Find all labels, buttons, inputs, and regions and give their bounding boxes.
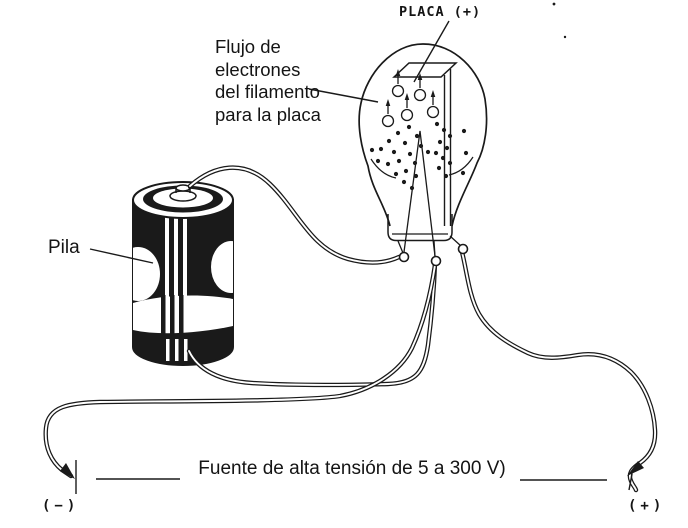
wire-filament-to-negative: [43, 262, 438, 479]
electron-flow-label: Flujo de electrones del filamento para l…: [215, 36, 321, 126]
bulb-outline: [358, 43, 488, 227]
negative-terminal-label: (−): [42, 498, 80, 514]
positive-terminal-label: (+): [628, 498, 666, 514]
vacuum-tube: [358, 43, 488, 258]
stray-marks: [552, 2, 567, 39]
plate-lead: [443, 69, 452, 226]
tube-base: [387, 214, 462, 258]
filament-terminal-middle: [430, 255, 442, 267]
plate-label: PLACA (+): [399, 4, 482, 20]
wire-battery-bottom-to-filament: [186, 260, 438, 388]
bulb-neck-flare-left: [370, 158, 397, 179]
electron: [381, 99, 395, 128]
battery-label-art: [133, 212, 233, 361]
bulb-neck-flare-right: [448, 156, 474, 176]
electron: [400, 93, 414, 122]
tube-terminals: [398, 243, 469, 267]
positive-terminal-hook: [628, 473, 633, 491]
wire-battery-top-to-filament: [187, 165, 402, 265]
electron: [426, 90, 440, 119]
battery-illustration: [132, 181, 234, 366]
battery-label: Pila: [48, 237, 80, 258]
filament-terminal-left: [398, 251, 410, 263]
pointer-line-pila: [89, 248, 154, 264]
electron-flow-label-line3: del filamento: [215, 81, 320, 102]
electron-flow-label-line4: para la placa: [215, 103, 321, 125]
plate-terminal: [457, 243, 469, 255]
electron-particles: [381, 69, 440, 128]
voltage-source-terminals: [75, 460, 633, 494]
voltage-source-label: Fuente de alta tensión de 5 a 300 V): [198, 458, 506, 479]
filament: [403, 130, 436, 257]
electron: [413, 73, 427, 102]
electron-flow-label-line2: electrones: [215, 58, 301, 80]
plate: [392, 62, 458, 78]
electron-cloud: [369, 121, 469, 191]
pointer-line-flujo: [308, 88, 379, 103]
pointer-line-placa: [413, 20, 450, 83]
electron: [391, 69, 405, 98]
wire-plate-to-positive: [459, 249, 658, 493]
electron-flow-label-line1: Flujo de: [215, 36, 281, 57]
